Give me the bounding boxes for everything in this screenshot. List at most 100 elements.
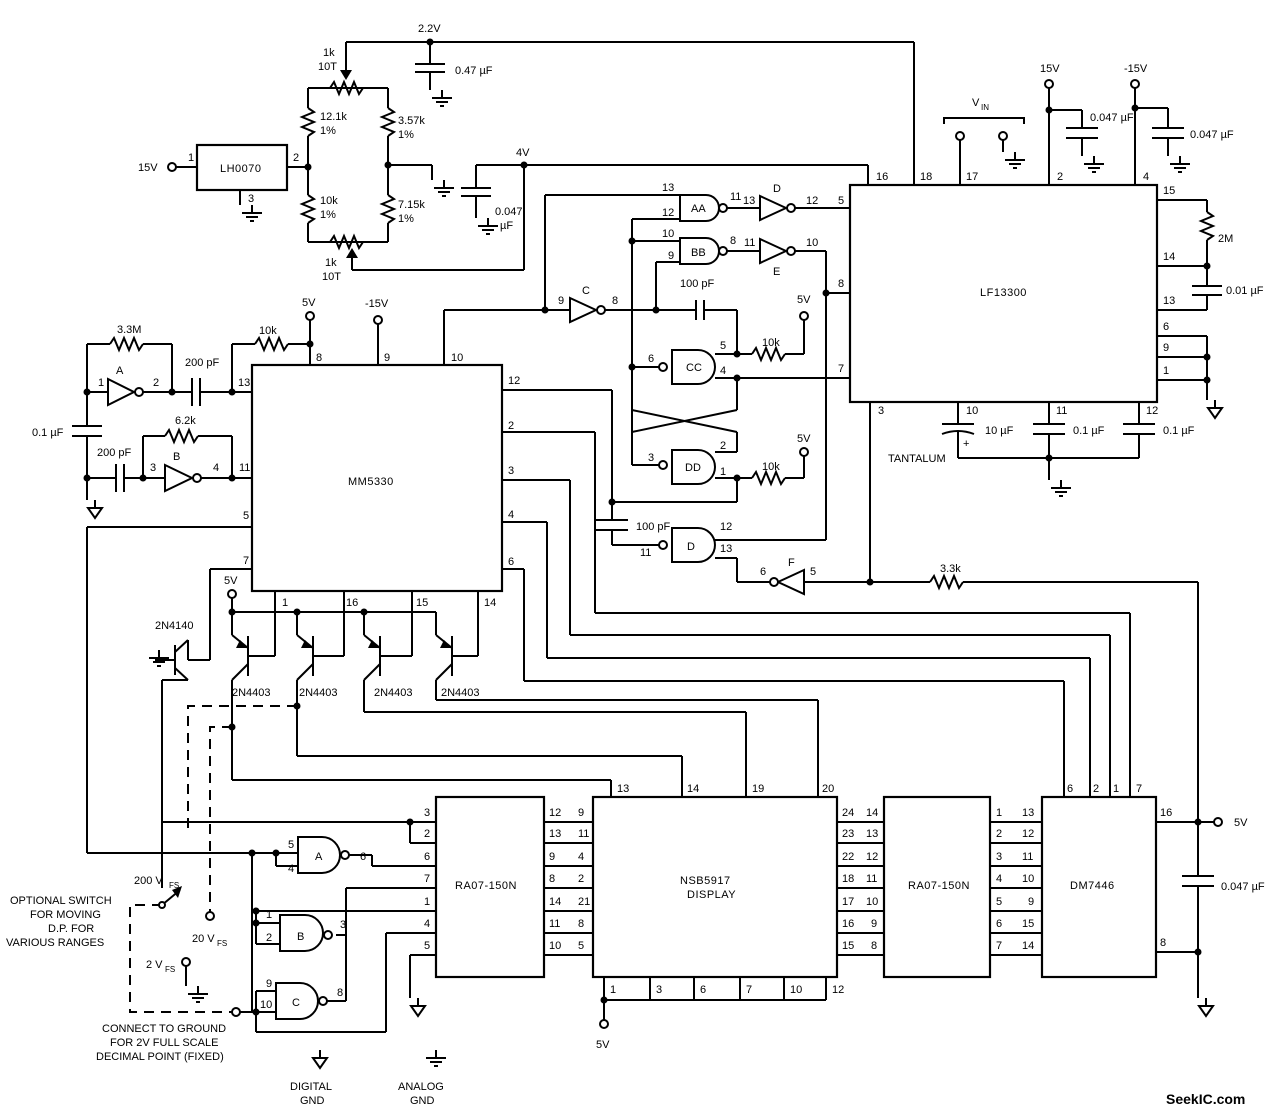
svg-text:CONNECT TO GROUND: CONNECT TO GROUND [102,1023,226,1035]
svg-text:2N4403: 2N4403 [299,687,338,699]
svg-text:9: 9 [549,851,555,863]
svg-text:22: 22 [842,851,854,863]
svg-text:7: 7 [1136,783,1142,795]
svg-text:8: 8 [838,278,844,290]
svg-text:16: 16 [346,597,358,609]
svg-text:18: 18 [842,873,854,885]
svg-text:9: 9 [558,295,564,307]
ground-icon [1083,155,1105,173]
svg-text:3: 3 [656,984,662,996]
svg-text:1: 1 [1163,365,1169,377]
svg-text:11: 11 [1022,851,1033,863]
svg-text:17: 17 [966,171,978,183]
svg-text:10k: 10k [762,461,780,473]
svg-text:9: 9 [578,807,584,819]
svg-text:10: 10 [451,352,463,364]
svg-text:VARIOUS RANGES: VARIOUS RANGES [6,937,104,949]
digital-ground-icon [1198,997,1214,1017]
nand-d: D 11 12 13 100 pF [596,498,826,583]
svg-text:14: 14 [687,783,699,795]
ra07-right-label: RA07-150N [908,880,970,892]
svg-text:FOR MOVING: FOR MOVING [30,909,101,921]
nand-b-bottom: B 1 2 3 [252,909,346,952]
ground-icon [241,204,263,222]
svg-text:8: 8 [1160,937,1166,949]
svg-text:4: 4 [578,851,584,863]
svg-text:V: V [972,97,980,109]
svg-text:5: 5 [720,340,726,352]
svg-text:11: 11 [239,462,250,474]
svg-text:13: 13 [720,543,732,555]
svg-text:1: 1 [98,377,104,389]
ground-icon [431,89,453,107]
svg-text:0.1 µF: 0.1 µF [32,427,64,439]
mm5330-chip: MM5330 [250,363,504,593]
svg-text:11: 11 [730,191,741,203]
svg-text:13: 13 [743,195,755,207]
inverter-e: E 11 10 [744,237,827,540]
svg-text:FS: FS [217,939,227,948]
dm7446-label: DM7446 [1070,880,1115,892]
svg-text:7: 7 [996,940,1002,952]
svg-text:CC: CC [686,362,702,374]
svg-text:3: 3 [996,851,1002,863]
svg-text:B: B [173,451,180,463]
svg-text:10: 10 [806,237,818,249]
svg-text:2: 2 [1057,171,1063,183]
svg-text:10: 10 [260,999,272,1011]
svg-text:200 V: 200 V [134,875,163,887]
svg-text:10k: 10k [259,325,277,337]
transistor-2n4140: 2N4140 [148,620,194,822]
svg-text:TANTALUM: TANTALUM [888,453,946,465]
svg-text:9: 9 [266,978,272,990]
watermark: SeekIC.com [1166,1091,1245,1107]
nand-bb: BB 10 9 8 [632,228,760,265]
svg-text:14: 14 [1022,940,1034,952]
dm7446-chip: DM7446 [1040,795,1158,979]
svg-text:10k: 10k [762,337,780,349]
svg-text:5V: 5V [797,294,811,306]
svg-text:5: 5 [838,195,844,207]
ground-icon [187,985,209,1003]
svg-text:3: 3 [248,193,254,205]
svg-text:200 pF: 200 pF [97,447,132,459]
reference-network: 15V 1 2 3 1k 10T 1k 10 [138,23,932,283]
svg-text:12: 12 [720,521,732,533]
svg-text:ANALOG: ANALOG [398,1081,444,1093]
svg-text:FOR 2V FULL SCALE: FOR 2V FULL SCALE [110,1037,218,1049]
svg-text:5: 5 [578,940,584,952]
svg-text:1: 1 [1113,783,1119,795]
svg-text:7.15k: 7.15k [398,199,425,211]
v15-input-label: 15V [138,162,158,174]
svg-text:12: 12 [1146,405,1158,417]
svg-text:10: 10 [549,940,561,952]
svg-text:0.01 µF: 0.01 µF [1226,285,1264,297]
svg-text:24: 24 [842,807,854,819]
svg-text:BB: BB [691,247,706,259]
svg-text:6: 6 [1067,783,1073,795]
nand-c-bottom: C 9 10 8 [231,911,347,1032]
digital-ground-icon [1207,399,1223,419]
svg-text:11: 11 [549,918,560,930]
svg-text:5: 5 [288,839,294,851]
svg-text:0.047 µF: 0.047 µF [1221,881,1265,893]
svg-text:5V: 5V [596,1039,610,1051]
svg-text:6: 6 [1163,321,1169,333]
svg-text:D.P. FOR: D.P. FOR [48,923,94,935]
svg-text:6: 6 [760,566,766,578]
svg-text:10k: 10k [320,195,338,207]
svg-text:IN: IN [981,103,989,112]
svg-text:7: 7 [746,984,752,996]
inverter-f: F 6 5 3.3k [760,557,1199,822]
svg-text:15: 15 [1163,185,1175,197]
svg-text:FS: FS [165,965,175,974]
svg-text:6: 6 [648,353,654,365]
svg-text:0.1 µF: 0.1 µF [1073,425,1105,437]
ground-icon [477,217,499,235]
svg-text:3.57k: 3.57k [398,115,425,127]
svg-text:8: 8 [337,987,343,999]
svg-text:200 pF: 200 pF [185,357,220,369]
svg-text:2: 2 [996,828,1002,840]
